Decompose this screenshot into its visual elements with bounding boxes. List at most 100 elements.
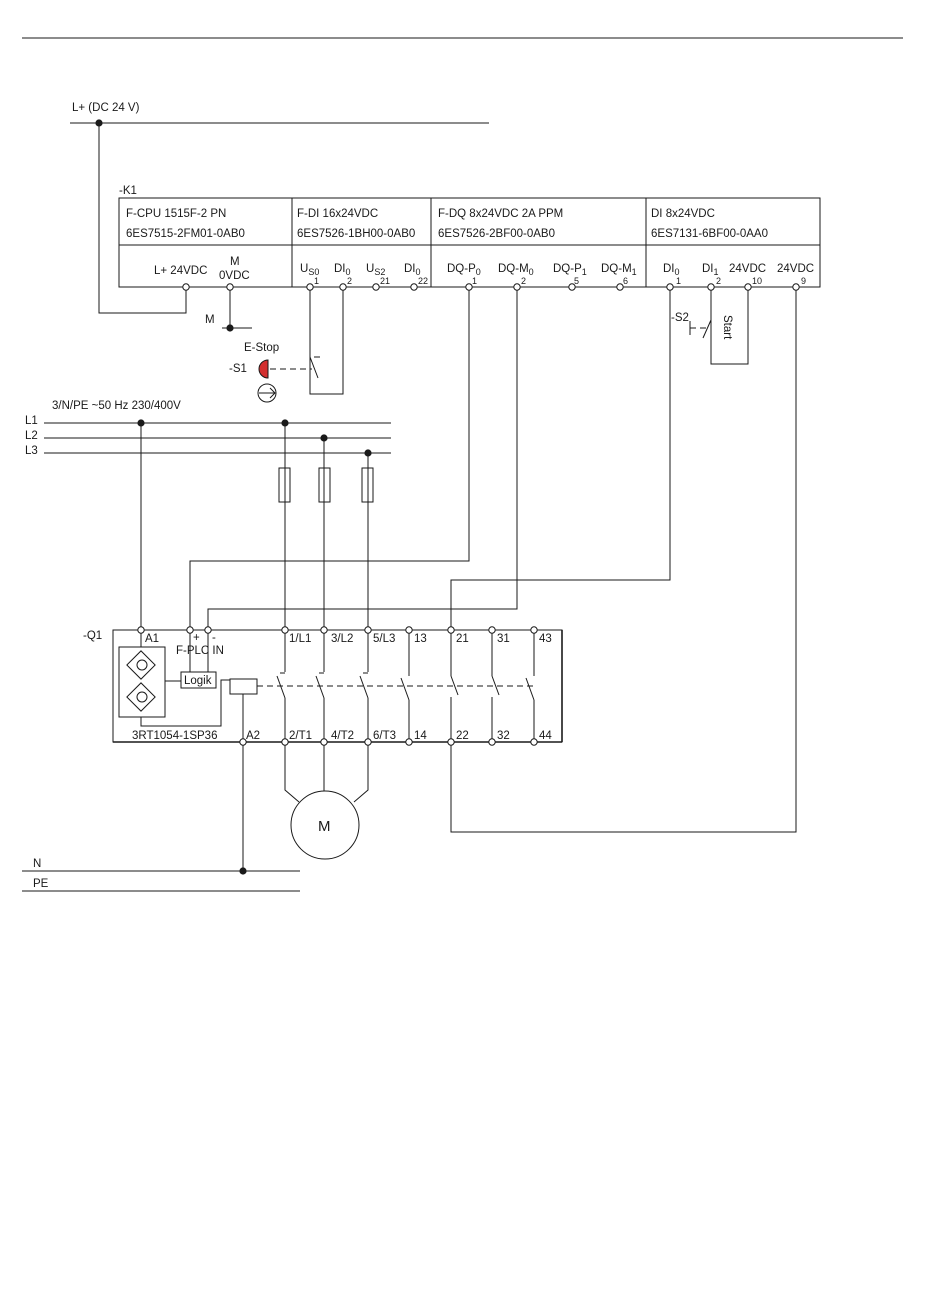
term-13: 13 [414, 633, 427, 645]
di-name: DI 8x24VDC [651, 208, 715, 220]
estop-mushroom-icon [258, 359, 269, 379]
start-tag: -S2 [671, 312, 689, 324]
di-order: 6ES7131-6BF00-0AA0 [651, 228, 768, 240]
l1-label: L1 [25, 415, 38, 427]
motor-lead-w [353, 742, 369, 803]
contactor-type: 3RT1054-1SP36 [132, 730, 217, 742]
term-5-l3: 5/L3 [373, 633, 395, 645]
term-3-l2: 3/L2 [331, 633, 353, 645]
cpu-name: F-CPU 1515F-2 PN [126, 208, 226, 220]
term-1-l1: 1/L1 [289, 633, 311, 645]
di-24vdc-b: 24VDC [777, 263, 814, 275]
logic-label: Logik [184, 675, 212, 687]
di-di0: DI0 [663, 263, 680, 277]
start-contact [702, 319, 712, 339]
fdi-di0-b: DI0 [404, 263, 421, 277]
svg-text:22: 22 [418, 276, 428, 286]
fdi-di0-a: DI0 [334, 263, 351, 277]
estop-label: E-Stop [244, 342, 279, 354]
fdq-p1: DQ-P1 [553, 263, 587, 277]
plus-label: + [193, 632, 200, 644]
contact-31-32 [491, 630, 500, 742]
terminals [137, 283, 800, 746]
optocoupler-icon-2 [126, 682, 156, 712]
svg-text:2: 2 [716, 276, 721, 286]
m-potential-label: M [205, 314, 215, 326]
svg-text:2: 2 [521, 276, 526, 286]
estop-tag: -S1 [229, 363, 247, 375]
fdi-order: 6ES7526-1BH00-0AB0 [297, 228, 415, 240]
n-label: N [33, 858, 41, 870]
fdq-m0: DQ-M0 [498, 263, 534, 277]
term-31: 31 [497, 633, 510, 645]
contactor-coil [229, 678, 258, 695]
term-44: 44 [539, 730, 552, 742]
motor-symbol [290, 790, 360, 860]
svg-text:1: 1 [472, 276, 477, 286]
term-43: 43 [539, 633, 552, 645]
contact-l1 [276, 630, 286, 742]
feedback-wire [450, 287, 671, 630]
a1-label: A1 [145, 633, 159, 645]
term-2-t1: 2/T1 [289, 730, 312, 742]
cpu-order: 6ES7515-2FM01-0AB0 [126, 228, 245, 240]
l-plus-wire [98, 123, 187, 314]
svg-text:10: 10 [752, 276, 762, 286]
term-32: 32 [497, 730, 510, 742]
contact-l2 [315, 630, 325, 742]
cpu-terminal-0vdc: 0VDC [219, 270, 250, 282]
estop-turn-release-icon [257, 383, 277, 403]
dc-supply-label: L+ (DC 24 V) [72, 102, 140, 114]
term-6-t3: 6/T3 [373, 730, 396, 742]
fplc-label: F-PLC IN [176, 645, 224, 657]
l2-label: L2 [25, 430, 38, 442]
logic-block [180, 671, 217, 689]
term-21: 21 [456, 633, 469, 645]
fuse-l2 [318, 467, 331, 503]
cpu-terminal-m: M [230, 256, 240, 268]
svg-text:5: 5 [574, 276, 579, 286]
cpu-terminal-lplus: L+ 24VDC [154, 265, 207, 277]
term-22: 22 [456, 730, 469, 742]
contact-43-44 [525, 630, 535, 742]
di-24vdc-a: 24VDC [729, 263, 766, 275]
svg-text:2: 2 [347, 276, 352, 286]
term-4-t2: 4/T2 [331, 730, 354, 742]
l3-label: L3 [25, 445, 38, 457]
di-di1: DI1 [702, 263, 719, 277]
fdi-us2: US2 [366, 263, 385, 277]
motor-label: M [318, 818, 331, 835]
fdi-name: F-DI 16x24VDC [297, 208, 378, 220]
svg-text:1: 1 [676, 276, 681, 286]
dqp0-wire [189, 287, 470, 630]
controller-tag: -K1 [119, 185, 137, 197]
svg-text:1: 1 [314, 276, 319, 286]
feedback-supply-wire [450, 287, 797, 833]
estop-contact [309, 356, 319, 379]
fdq-m1: DQ-M1 [601, 263, 637, 277]
svg-text:21: 21 [380, 276, 390, 286]
fuse-l1 [278, 467, 291, 503]
optocoupler-icon-1 [126, 650, 156, 680]
fdq-name: F-DQ 8x24VDC 2A PPM [438, 208, 563, 220]
motor-lead-u [284, 742, 300, 803]
contact-l3 [359, 630, 369, 742]
fdq-order: 6ES7526-2BF00-0AB0 [438, 228, 555, 240]
svg-text:6: 6 [623, 276, 628, 286]
fdi-us0: US0 [300, 263, 319, 277]
contact-21-22 [450, 630, 459, 742]
svg-text:9: 9 [801, 276, 806, 286]
a2-label: A2 [246, 730, 260, 742]
dqm0-wire [207, 287, 518, 630]
start-label: Start [721, 315, 733, 340]
pe-label: PE [33, 878, 49, 890]
fuse-l3 [361, 467, 374, 503]
contactor-tag: -Q1 [83, 630, 102, 642]
fdq-p0: DQ-P0 [447, 263, 481, 277]
term-14: 14 [414, 730, 427, 742]
contact-13-14 [400, 630, 410, 742]
mains-title: 3/N/PE ~50 Hz 230/400V [52, 400, 181, 412]
minus-label: - [212, 632, 216, 644]
coil-electronics [118, 646, 166, 718]
